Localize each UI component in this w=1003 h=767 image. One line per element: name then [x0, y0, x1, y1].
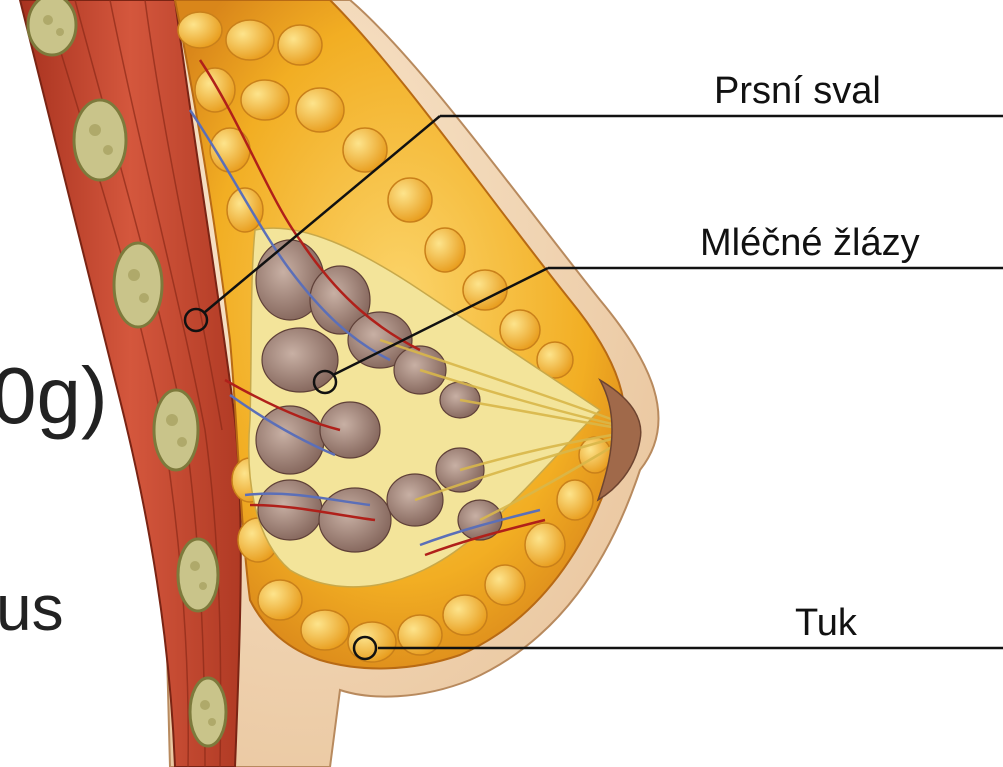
label-fat: Tuk: [795, 604, 857, 642]
label-muscle: Prsní sval: [714, 72, 881, 110]
label-glands: Mléčné žlázy: [700, 224, 920, 262]
